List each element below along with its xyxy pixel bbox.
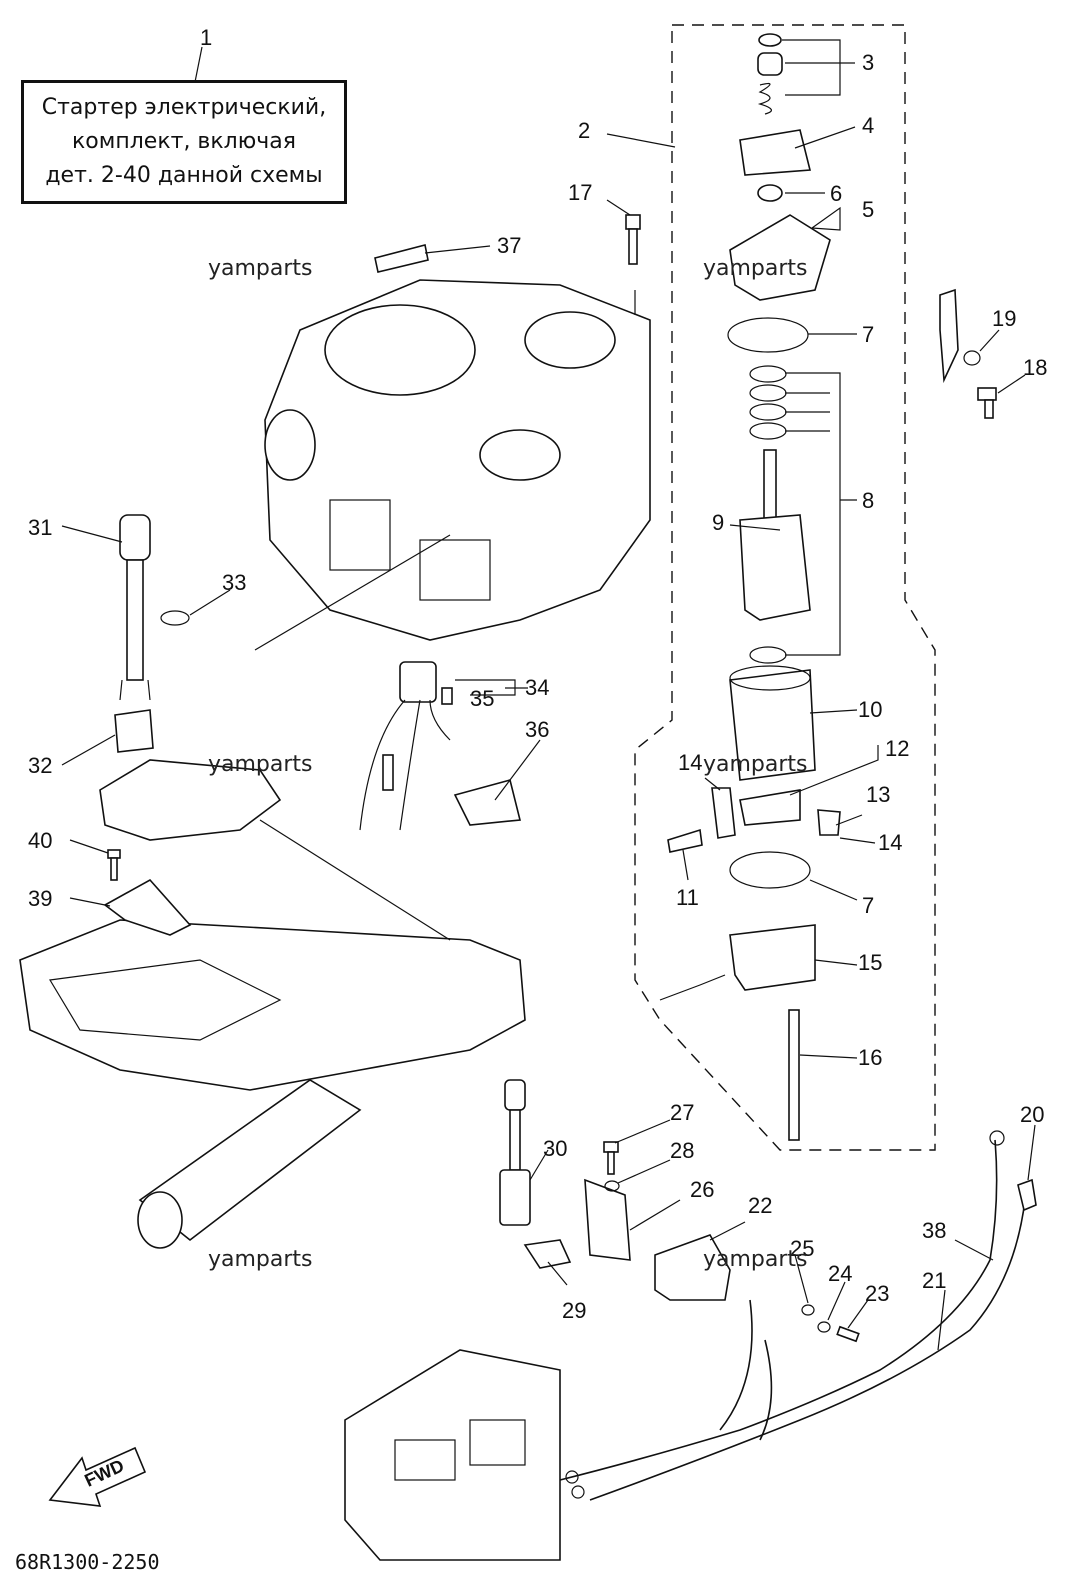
watermark-2: yamparts	[703, 256, 808, 281]
engine-block	[264, 279, 651, 641]
part-number-20: 20	[1020, 1102, 1045, 1127]
callout-line-1: Стартер электрический,	[41, 95, 327, 120]
bottom-cowl-lower	[344, 1349, 561, 1561]
sleeve-32	[114, 709, 154, 753]
part-number-16: 16	[858, 1045, 883, 1070]
part-number-38: 38	[922, 1218, 947, 1243]
bolt-18	[977, 387, 997, 419]
part-number-35: 35	[470, 686, 495, 711]
starter-assembly-outline	[634, 24, 936, 1151]
part-number-24: 24	[828, 1261, 853, 1286]
part-number-9: 9	[712, 510, 725, 535]
part-number-8: 8	[862, 488, 875, 513]
watermark-3: yamparts	[208, 752, 313, 777]
watermark-5: yamparts	[208, 1247, 313, 1272]
tie-wrap-37	[374, 244, 429, 273]
part-number-3: 3	[862, 50, 875, 75]
sensor-30	[499, 1079, 531, 1226]
part-number-32: 32	[28, 753, 53, 778]
fwd-arrow-icon	[48, 1446, 147, 1507]
part-number-40: 40	[28, 828, 53, 853]
cable-end-19	[939, 288, 959, 384]
part-number-15: 15	[858, 950, 883, 975]
washer-19	[963, 350, 981, 366]
part-number-12: 12	[885, 736, 910, 761]
part-number-10: 10	[858, 697, 883, 722]
leader-lines	[61, 39, 1036, 1351]
part-number-22: 22	[748, 1193, 773, 1218]
part-number-34: 34	[525, 675, 550, 700]
rectifier-22	[654, 1234, 731, 1301]
screw-40	[107, 849, 121, 881]
part-number-18: 18	[1023, 355, 1048, 380]
starter-parts	[659, 33, 841, 1141]
part-number-7b: 7	[862, 893, 875, 918]
bolt-23	[836, 1325, 860, 1343]
part-number-14a: 14	[678, 750, 703, 775]
bottom-cowl-left	[19, 759, 526, 1091]
clip-33	[160, 610, 190, 626]
part-number-6: 6	[830, 181, 843, 206]
clip-39	[103, 878, 192, 936]
part-number-37: 37	[497, 233, 522, 258]
part-number-11: 11	[676, 885, 699, 910]
part-number-19: 19	[992, 306, 1017, 331]
callout-line-3: дет. 2-40 данной схемы	[45, 163, 323, 188]
part-number-30: 30	[543, 1136, 568, 1161]
part-number-39: 39	[28, 886, 53, 911]
part-number-1: 1	[200, 25, 213, 50]
callout-box: Стартер электрический, комплект, включая…	[21, 80, 347, 204]
part-number-29: 29	[562, 1298, 587, 1323]
part-number-31: 31	[28, 515, 53, 540]
wire-harness	[559, 1130, 1037, 1501]
watermark-1: yamparts	[208, 256, 313, 281]
diagram-code: 68R1300-2250	[15, 1550, 160, 1574]
watermark-4: yamparts	[703, 752, 808, 777]
part-number-13: 13	[866, 782, 891, 807]
washer-25	[801, 1304, 815, 1316]
part-number-7a: 7	[862, 322, 875, 347]
part-number-4: 4	[862, 113, 875, 138]
part-number-26: 26	[690, 1177, 715, 1202]
sensor-31	[119, 514, 151, 701]
part-number-25: 25	[790, 1236, 815, 1261]
part-number-14b: 14	[878, 830, 903, 855]
part-number-28: 28	[670, 1138, 695, 1163]
washer-28	[604, 1180, 620, 1192]
part-number-23: 23	[865, 1281, 890, 1306]
part-number-17: 17	[568, 180, 593, 205]
part-number-2: 2	[578, 118, 591, 143]
part-number-21: 21	[922, 1268, 947, 1293]
watermark-6: yamparts	[703, 1247, 808, 1272]
pin-35	[441, 687, 453, 705]
part-number-27: 27	[670, 1100, 695, 1125]
connector-34	[359, 661, 522, 831]
bolt-27	[603, 1141, 619, 1175]
bolt-17	[625, 214, 641, 265]
part-number-36: 36	[525, 717, 550, 742]
bracket-26	[584, 1178, 631, 1261]
tiller-handle	[137, 1079, 362, 1249]
washer-24	[817, 1321, 831, 1333]
part-number-33: 33	[222, 570, 247, 595]
part-number-5: 5	[862, 197, 875, 222]
clamp-29	[523, 1239, 572, 1269]
callout-line-2: комплект, включая	[72, 129, 296, 154]
